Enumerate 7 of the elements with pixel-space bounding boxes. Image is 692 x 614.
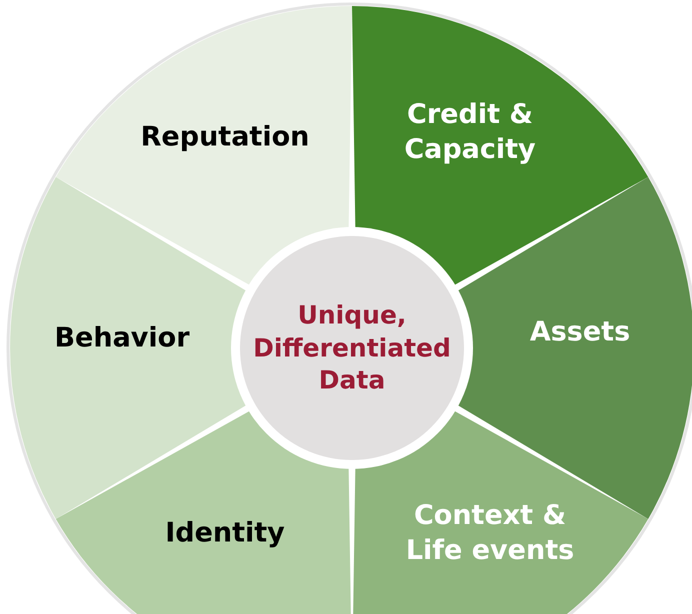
segment-label: Assets [528, 315, 632, 350]
segment-label: Identity [164, 516, 286, 550]
segment-label: Reputation [140, 120, 310, 154]
segment-label: Behavior [53, 321, 191, 356]
segment-label: Context & Life events [404, 498, 576, 568]
center-label: Unique, Differentiated Data [252, 299, 452, 396]
segment-label: Credit & Capacity [403, 98, 537, 167]
